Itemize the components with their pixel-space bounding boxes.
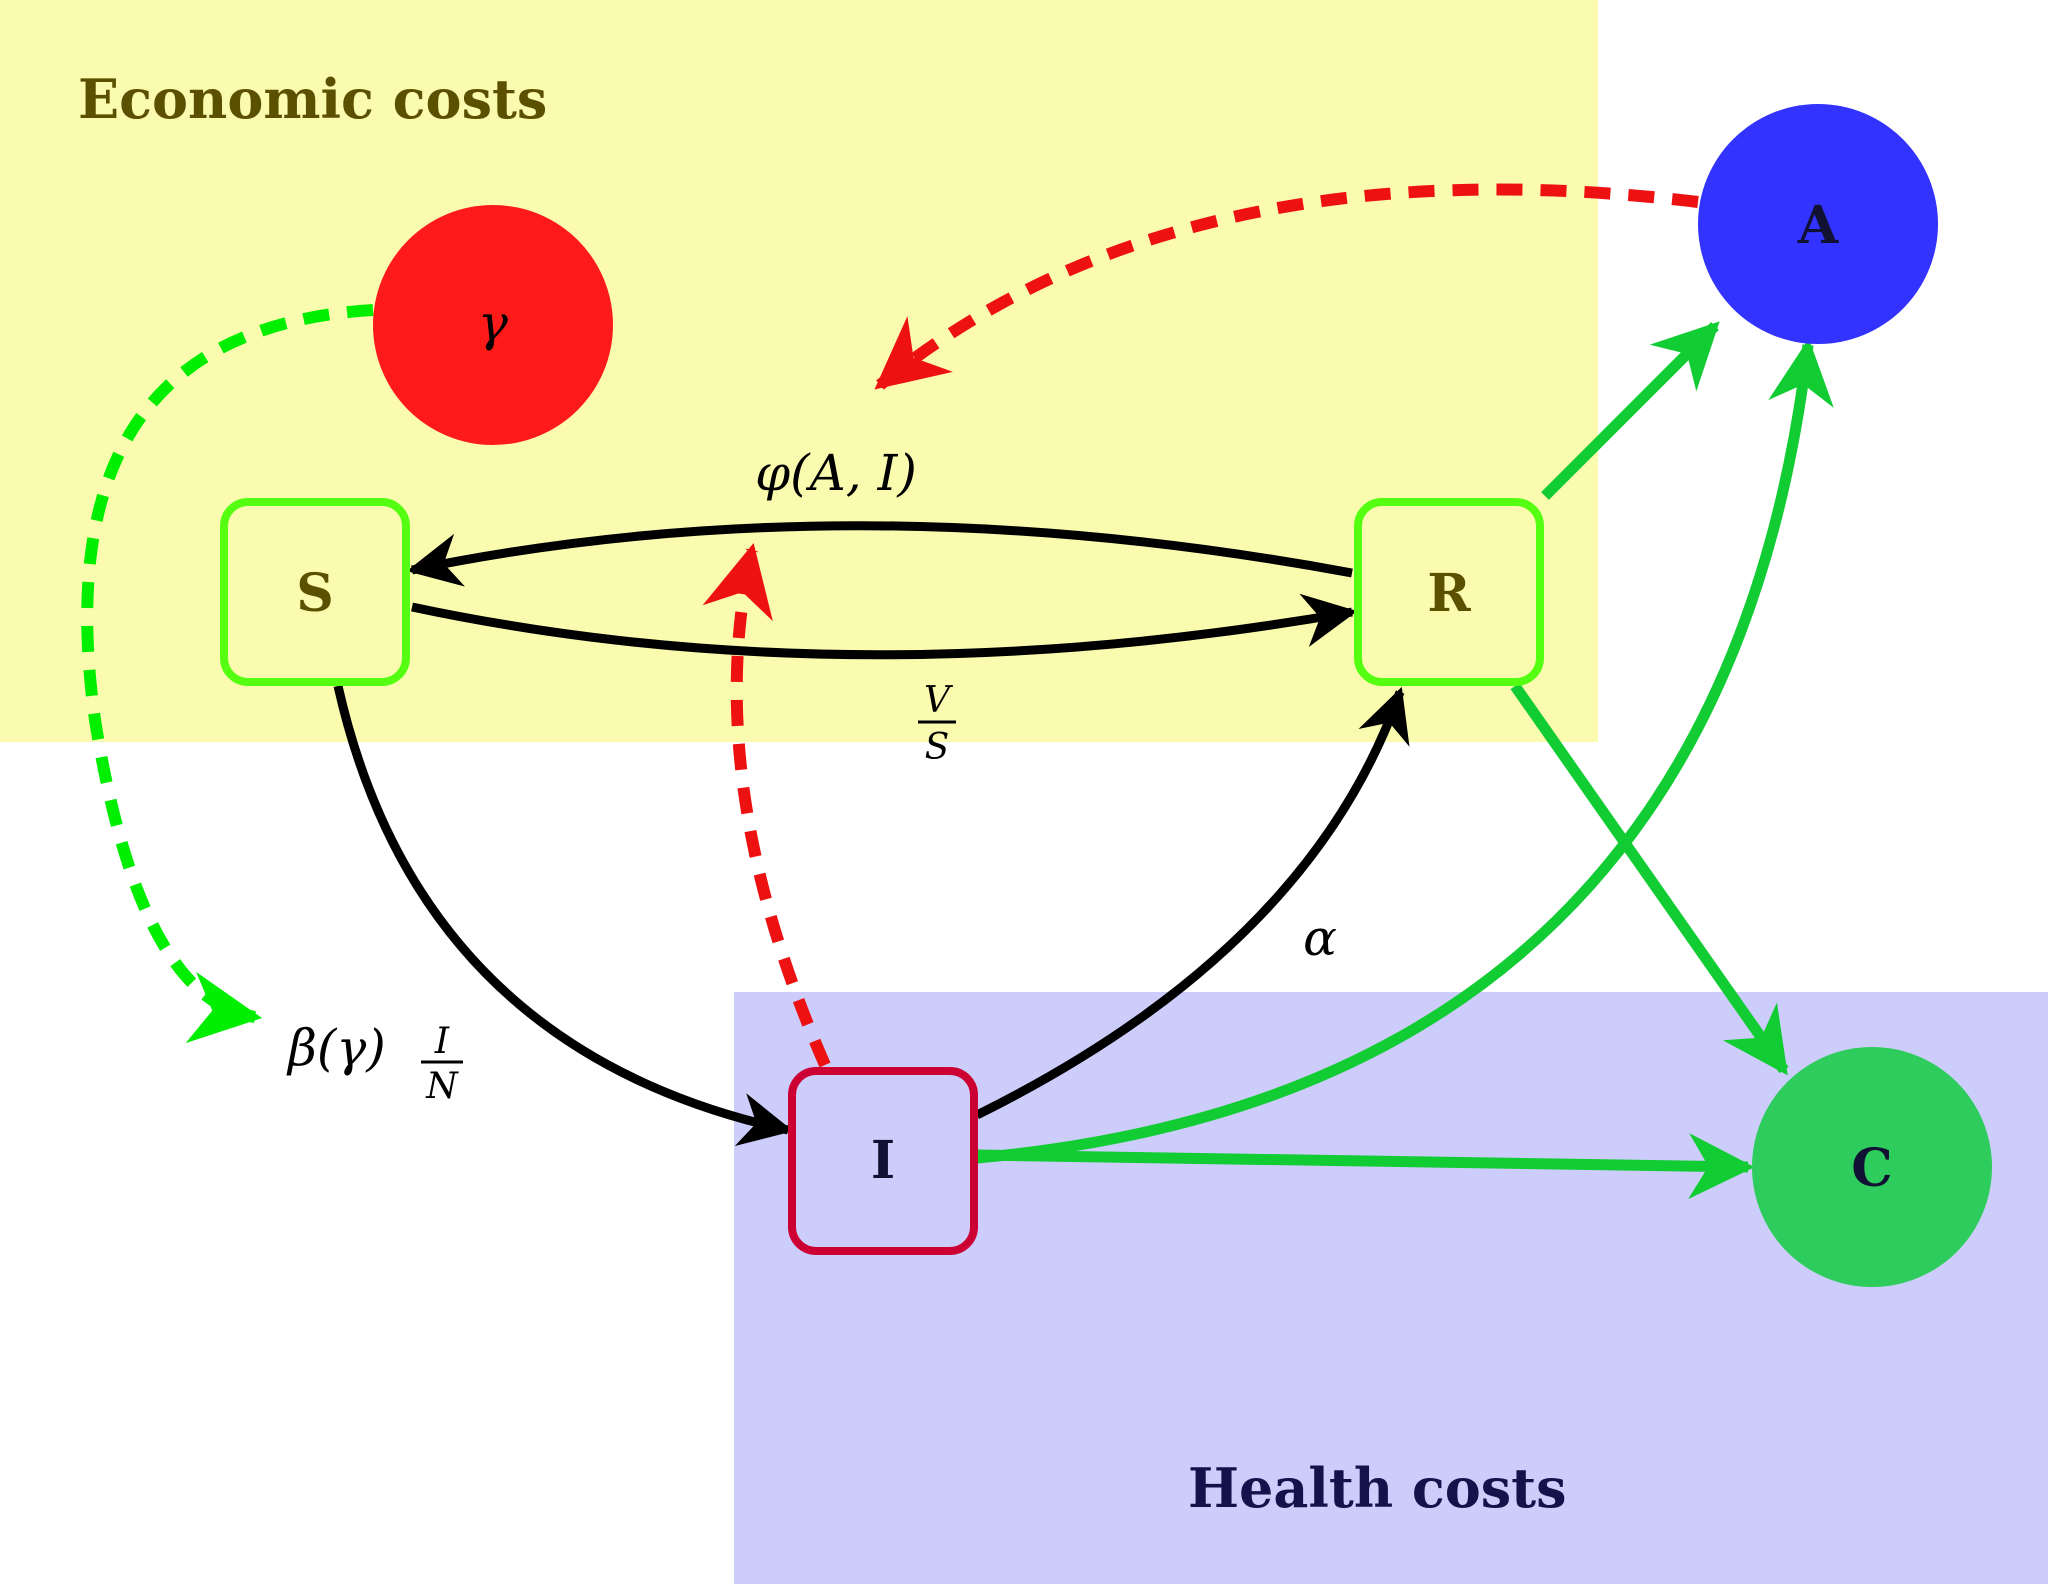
node-r: [1354, 498, 1544, 686]
arrow-r-to-a: [1541, 321, 1720, 500]
node-c: [1752, 1047, 1992, 1287]
i-over-n-denominator: N: [425, 1066, 459, 1107]
i-over-n-numerator: I: [434, 1021, 450, 1062]
arrow-i-to-a: [976, 338, 1834, 1164]
alpha-label: α: [1303, 909, 1337, 967]
node-a-label: A: [1797, 195, 1839, 256]
v-over-s-denominator: S: [925, 727, 950, 768]
v-over-s-numerator: V: [924, 680, 954, 721]
node-r-label: R: [1427, 563, 1471, 624]
arrow-r-to-c: [1510, 682, 1789, 1076]
node-s-label: S: [296, 563, 334, 624]
node-c-label: C: [1851, 1138, 1892, 1199]
arrow-i-to-c: [976, 1133, 1755, 1200]
node-gamma-label: γ: [478, 294, 508, 352]
node-i: [788, 1067, 978, 1255]
node-s: [220, 498, 410, 686]
phi-label: φ(A, I): [755, 444, 917, 502]
v-over-s-label: V S: [918, 680, 956, 768]
arrow-s-to-i: [333, 685, 794, 1147]
dashed-a-to-phi: [874, 183, 1699, 390]
node-a: [1698, 104, 1938, 344]
node-i-label: I: [871, 1130, 895, 1191]
economic-costs-title: Economic costs: [78, 67, 547, 131]
beta-label: β(γ) I N: [286, 1019, 463, 1107]
dashed-gamma-to-beta: [81, 304, 374, 1044]
arrow-s-to-r: [411, 593, 1358, 660]
node-gamma: [373, 205, 613, 445]
arrow-i-to-r: [975, 686, 1410, 1120]
beta-gamma-text: β(γ): [286, 1019, 386, 1077]
health-costs-title: Health costs: [1188, 1456, 1567, 1520]
dashed-i-to-phi: [702, 542, 831, 1068]
arrow-r-to-s: [406, 521, 1353, 587]
